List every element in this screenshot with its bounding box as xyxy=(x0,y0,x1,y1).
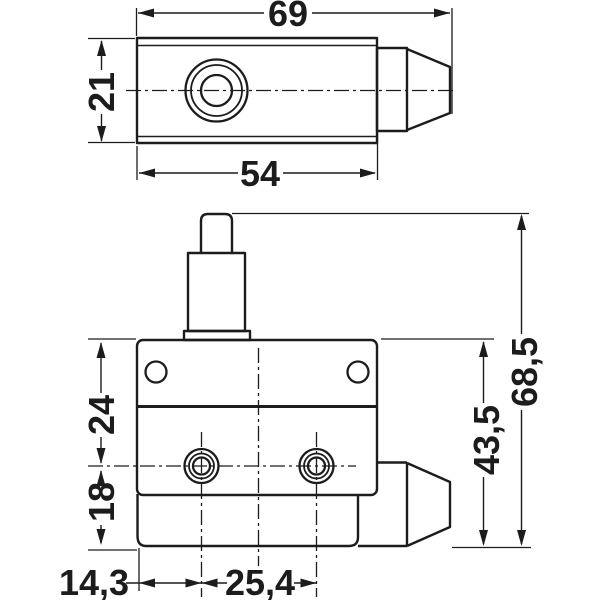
dimension-label-total-width: 69 xyxy=(268,0,308,34)
dimension-label-axis-to-bottom: 18 xyxy=(81,482,122,522)
front-view-mounting-hole-right xyxy=(346,360,370,384)
dimension-label-edge-to-hole: 14,3 xyxy=(59,562,129,600)
front-view-mounting-hole-left xyxy=(144,360,168,384)
front-view-plunger-base xyxy=(182,329,252,342)
dimension-front-top-to-axis: 24 xyxy=(81,338,136,464)
top-view-plunger-cone xyxy=(406,47,452,132)
dimension-label-top-to-axis: 24 xyxy=(81,395,122,435)
top-view: 69 21 54 xyxy=(81,0,457,194)
arrow-down xyxy=(97,126,106,142)
arrow-right xyxy=(360,168,376,178)
dimension-front-total-height: 68,5 xyxy=(232,212,545,549)
front-view-plunger-cap xyxy=(199,212,234,253)
arrow-left xyxy=(139,578,155,588)
dimension-label-body-width: 54 xyxy=(240,153,280,194)
arrow-right xyxy=(434,8,450,18)
arrow-right xyxy=(185,578,202,588)
dimension-label-total-height: 68,5 xyxy=(504,337,545,407)
top-view-plunger-boss xyxy=(375,46,409,133)
arrow-right xyxy=(300,578,317,588)
arrow-up xyxy=(97,40,106,56)
dimension-label-body-height: 43,5 xyxy=(466,405,507,475)
dimension-top-body-width: 54 xyxy=(136,133,379,194)
front-view-cable-cone xyxy=(358,461,452,548)
dimension-label-hole-spacing: 25,4 xyxy=(225,562,295,600)
arrow-up xyxy=(96,470,106,486)
arrow-down xyxy=(479,530,488,546)
dimension-top-total-width: 69 xyxy=(135,0,453,114)
dimension-front-body-height: 43,5 xyxy=(381,338,507,546)
dimension-front-hole-spacing: 25,4 xyxy=(201,562,317,600)
arrow-left xyxy=(139,168,155,178)
dimension-label-height: 21 xyxy=(81,72,122,112)
arrow-up xyxy=(517,214,526,230)
arrow-down xyxy=(96,529,106,545)
arrow-up xyxy=(96,342,106,358)
dimension-front-axis-to-bottom: 18 xyxy=(81,470,137,551)
front-view-base-section xyxy=(136,494,360,548)
dimension-top-height: 21 xyxy=(81,37,135,144)
arrow-down xyxy=(96,448,106,464)
arrow-left xyxy=(138,8,154,18)
arrow-down xyxy=(517,530,526,546)
arrow-up xyxy=(479,341,488,357)
front-view-plunger-body xyxy=(186,251,247,333)
dimension-front-edge-to-hole: 14,3 xyxy=(59,548,202,600)
front-view: 24 18 43,5 68,5 xyxy=(59,212,545,600)
front-view-body-outline xyxy=(135,338,379,497)
arrow-left xyxy=(201,578,218,588)
